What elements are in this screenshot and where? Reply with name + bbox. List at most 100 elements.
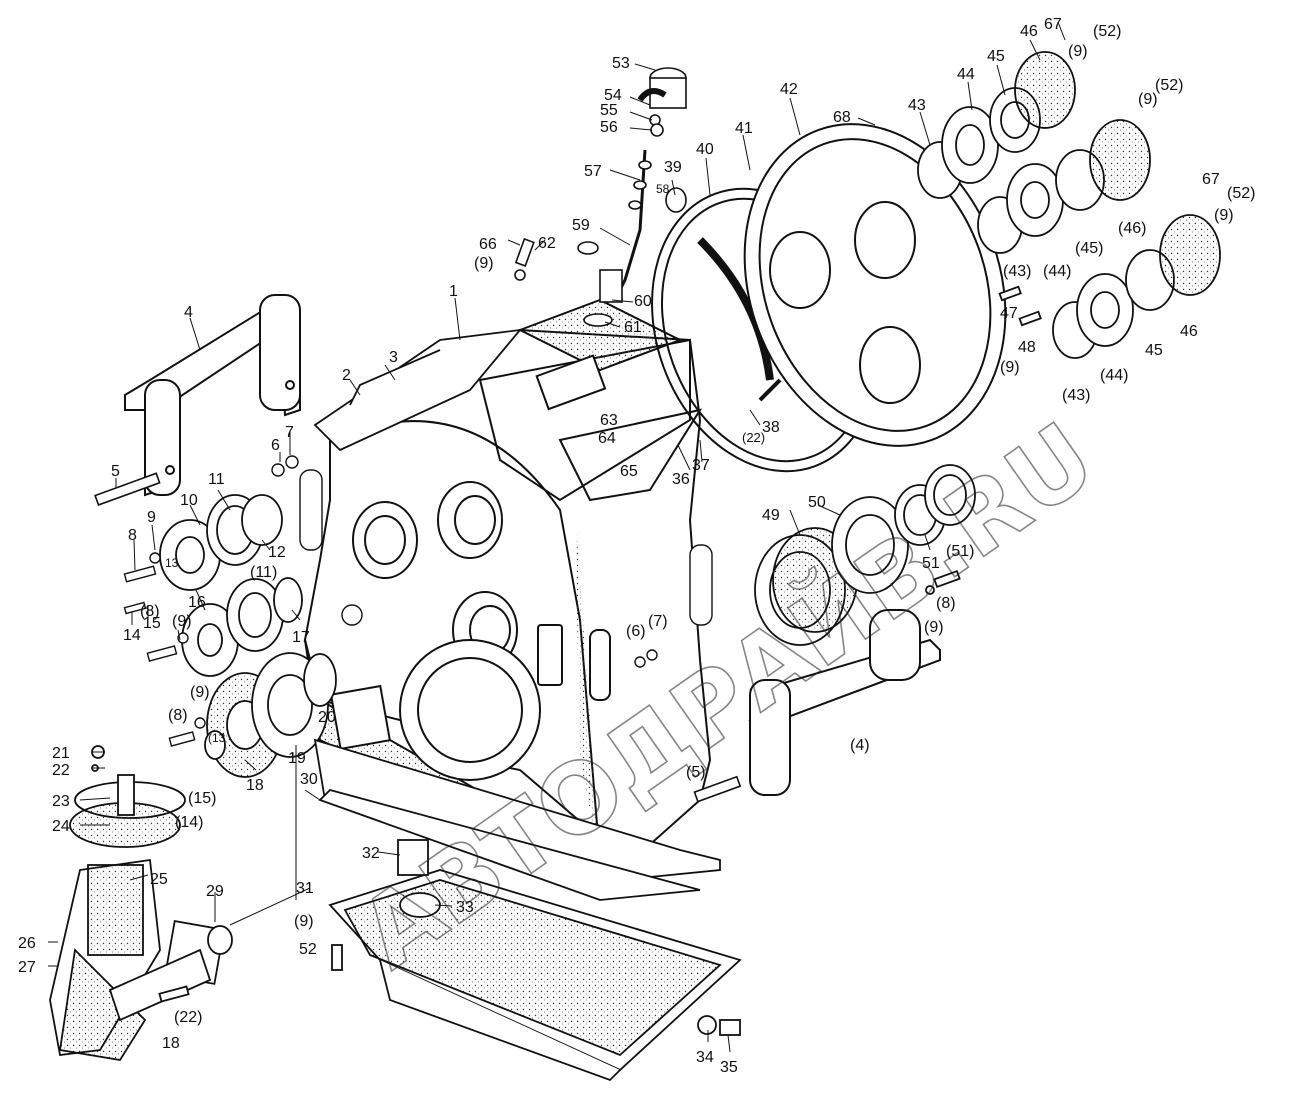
callout-44-repeat-1: (44) xyxy=(1043,263,1071,280)
callout-11-repeat: (11) xyxy=(250,564,277,581)
callout-25: 25 xyxy=(150,871,168,888)
callout-39: 39 xyxy=(664,159,682,176)
callout-27: 27 xyxy=(18,959,36,976)
callout-48: 48 xyxy=(1018,339,1036,356)
callout-9-repeat-1: (9) xyxy=(172,613,192,630)
callout-14: 14 xyxy=(123,627,141,644)
left-cover-assembly xyxy=(159,494,337,778)
callout-67: 67 xyxy=(1044,16,1062,33)
callout-57: 57 xyxy=(584,163,602,180)
callout-62: 62 xyxy=(538,235,556,252)
bracket-4 xyxy=(124,294,301,497)
callout-5-repeat: (5) xyxy=(686,764,706,781)
callout-52-repeat-3: (52) xyxy=(1227,185,1255,202)
callout-6: 6 xyxy=(271,437,280,454)
callout-16: 16 xyxy=(188,594,206,611)
callout-59: 59 xyxy=(572,217,590,234)
leader-lines xyxy=(48,21,1066,1053)
callout-2: 2 xyxy=(342,367,351,384)
callout-8-repeat-2: (8) xyxy=(168,707,188,724)
callout-32: 32 xyxy=(362,845,380,862)
small-fasteners-left xyxy=(123,455,713,747)
callout-54: 54 xyxy=(604,87,622,104)
callout-15-repeat: (15) xyxy=(188,790,216,807)
callout-44-repeat-2: (44) xyxy=(1100,367,1128,384)
callout-36: 36 xyxy=(672,471,690,488)
callout-9: 9 xyxy=(147,509,156,526)
callout-9-repeat-8: (9) xyxy=(1138,91,1158,108)
callout-7-repeat: (7) xyxy=(648,613,668,630)
callout-18: 18 xyxy=(246,777,264,794)
callout-42: 42 xyxy=(780,81,798,98)
callout-22-repeat-2: (22) xyxy=(742,430,765,445)
bracket-4-right xyxy=(748,609,941,797)
callout-22: 22 xyxy=(52,762,70,779)
callout-45-repeat-1: (45) xyxy=(1075,240,1103,257)
callout-26: 26 xyxy=(18,935,36,952)
callout-46-repeat-2: 46 xyxy=(1180,323,1198,340)
oil-pan xyxy=(313,738,742,1082)
callout-5: 5 xyxy=(111,463,120,480)
callout-40: 40 xyxy=(696,141,714,158)
callout-66: 66 xyxy=(479,236,497,253)
callout-10: 10 xyxy=(180,492,198,509)
callout-24: 24 xyxy=(52,818,70,835)
callout-52-repeat-1: (52) xyxy=(1093,23,1121,40)
callout-9-repeat-6: (9) xyxy=(1000,359,1020,376)
callout-8: 8 xyxy=(128,527,137,544)
callout-9-repeat-7: (9) xyxy=(1068,43,1088,60)
callout-52-repeat-2: (52) xyxy=(1155,77,1183,94)
callout-20: 20 xyxy=(318,709,336,726)
callout-8-repeat-1: (8) xyxy=(140,603,160,620)
callout-41: 41 xyxy=(735,120,753,137)
callout-64: 64 xyxy=(598,430,616,447)
callout-6-repeat: (6) xyxy=(626,623,646,640)
callout-51-repeat: (51) xyxy=(946,543,974,560)
callout-45: 45 xyxy=(987,48,1005,65)
callout-53: 53 xyxy=(612,55,630,72)
callout-37: 37 xyxy=(692,457,710,474)
callout-45-repeat-2: 45 xyxy=(1145,342,1163,359)
callout-7: 7 xyxy=(285,424,294,441)
callout-46-repeat-1: (46) xyxy=(1118,220,1146,237)
callout-43-repeat-1: (43) xyxy=(1003,263,1031,280)
callout-60: 60 xyxy=(634,293,652,310)
callout-21: 21 xyxy=(52,745,70,762)
callout-4-repeat: (4) xyxy=(850,737,870,754)
callout-49: 49 xyxy=(762,507,780,524)
callout-9-repeat-9: (9) xyxy=(1214,207,1234,224)
callout-1: 1 xyxy=(449,283,458,300)
callout-43: 43 xyxy=(908,97,926,114)
callout-43-repeat-2: (43) xyxy=(1062,387,1090,404)
callout-13-repeat: (13 xyxy=(208,731,226,745)
callout-9-repeat-3: (9) xyxy=(294,913,314,930)
callout-35: 35 xyxy=(720,1059,738,1076)
callout-58: 58 xyxy=(656,182,670,196)
callout-13: 13 xyxy=(165,556,179,570)
top-cover-part-1 xyxy=(313,328,523,452)
callout-29: 29 xyxy=(206,883,224,900)
callout-44: 44 xyxy=(957,66,975,83)
callout-52: 52 xyxy=(299,941,317,958)
callout-23: 23 xyxy=(52,793,70,810)
bearing-assembly-right xyxy=(754,464,976,646)
callout-68: 68 xyxy=(833,109,851,126)
callout-67-repeat: 67 xyxy=(1202,171,1220,188)
callout-65: 65 xyxy=(620,463,638,480)
callout-3: 3 xyxy=(389,349,398,366)
callout-55: 55 xyxy=(600,102,618,119)
callout-19: 19 xyxy=(288,750,306,767)
callout-50: 50 xyxy=(808,494,826,511)
breather-assembly xyxy=(514,67,687,327)
callout-17: 17 xyxy=(292,629,310,646)
callout-56: 56 xyxy=(600,119,618,136)
callout-9-repeat-4: (9) xyxy=(474,255,494,272)
output-flanges xyxy=(917,51,1221,359)
gearbox-housing xyxy=(303,298,712,883)
callout-47: 47 xyxy=(1000,305,1018,322)
callout-labels: 1 2 3 4 (4) 5 (5) 6 (6) 7 (7) 8 (8) (8) … xyxy=(18,16,1255,1076)
callout-46: 46 xyxy=(1020,23,1038,40)
callout-30: 30 xyxy=(300,771,318,788)
